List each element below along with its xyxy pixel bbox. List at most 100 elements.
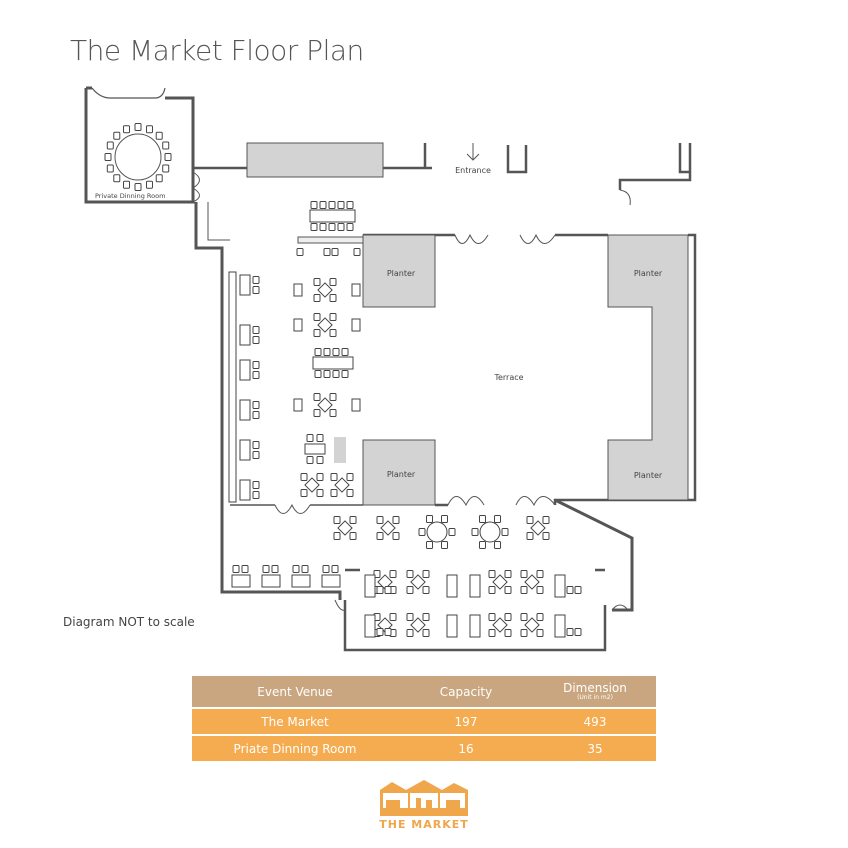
- table: [312, 356, 354, 370]
- chair: [145, 125, 153, 134]
- header-dimension: Dimension: [563, 681, 627, 695]
- table: [261, 574, 281, 588]
- chair: [252, 371, 260, 379]
- chair: [330, 473, 338, 481]
- banquette: [228, 271, 237, 503]
- table: [351, 283, 361, 297]
- table: [380, 520, 396, 536]
- walls: [84, 86, 697, 652]
- chair: [271, 565, 279, 573]
- chair: [232, 565, 240, 573]
- chair: [520, 586, 528, 594]
- chair: [349, 516, 357, 524]
- chair: [306, 434, 314, 442]
- chair: [504, 629, 512, 637]
- planters: [362, 234, 689, 506]
- chair: [488, 629, 496, 637]
- planter-label: Planter: [387, 269, 416, 278]
- page-title: The Market Floor Plan: [70, 34, 364, 67]
- chair: [252, 441, 260, 449]
- chair: [494, 515, 501, 524]
- chair: [313, 294, 321, 302]
- planter: [607, 234, 689, 501]
- table: [351, 318, 361, 332]
- chair: [252, 411, 260, 419]
- chair: [123, 125, 131, 134]
- cell-dimension: 35: [587, 741, 603, 756]
- chair: [406, 613, 414, 621]
- planter-label: Planter: [634, 269, 663, 278]
- chair: [332, 348, 340, 356]
- chair: [310, 223, 318, 231]
- terrace-label: Terrace: [493, 373, 523, 382]
- chair: [319, 223, 327, 231]
- header-venue: Event Venue: [257, 684, 333, 699]
- table: [337, 520, 353, 536]
- table: [304, 443, 326, 455]
- table: [321, 574, 341, 588]
- chair: [313, 393, 321, 401]
- planter-label: Planter: [634, 471, 663, 480]
- table: [239, 359, 251, 381]
- chair: [292, 565, 300, 573]
- chair: [337, 201, 345, 209]
- chair: [162, 141, 170, 150]
- chair: [406, 629, 414, 637]
- chair: [542, 516, 550, 524]
- planter-label: Planter: [387, 470, 416, 479]
- chair: [328, 223, 336, 231]
- chair: [392, 516, 400, 524]
- chair: [300, 489, 308, 497]
- chair: [316, 434, 324, 442]
- chair: [494, 540, 501, 549]
- chair: [389, 613, 397, 621]
- chair: [520, 613, 528, 621]
- chair: [252, 491, 260, 499]
- table: [469, 614, 481, 638]
- chair: [488, 570, 496, 578]
- table: [239, 324, 251, 346]
- entrance-arrow-icon: [466, 143, 480, 161]
- chair: [536, 570, 544, 578]
- chair: [349, 532, 357, 540]
- chair: [574, 628, 582, 636]
- chair: [331, 248, 339, 256]
- chair: [314, 370, 322, 378]
- table: [239, 439, 251, 461]
- round-table: [426, 521, 448, 543]
- chair: [536, 586, 544, 594]
- chair: [346, 223, 354, 231]
- planter: [362, 234, 436, 308]
- chair: [155, 174, 163, 183]
- table: [239, 479, 251, 501]
- chair: [422, 586, 430, 594]
- chair: [346, 489, 354, 497]
- chair: [376, 532, 384, 540]
- chair: [113, 131, 121, 140]
- chair: [333, 532, 341, 540]
- chair: [313, 409, 321, 417]
- header-dimension-unit: (Unit in m2): [577, 694, 613, 701]
- chair: [323, 370, 331, 378]
- round-table: [479, 521, 501, 543]
- table: [351, 398, 361, 412]
- chair: [520, 629, 528, 637]
- chair: [296, 248, 304, 256]
- chair: [353, 248, 361, 256]
- planter: [362, 439, 436, 506]
- table: [317, 397, 333, 413]
- chair: [134, 123, 142, 131]
- table: [334, 477, 350, 493]
- chair: [241, 565, 249, 573]
- table: [309, 209, 356, 223]
- chair: [329, 329, 337, 337]
- chair: [328, 201, 336, 209]
- table: [492, 574, 508, 590]
- chair: [316, 456, 324, 464]
- chair: [313, 329, 321, 337]
- chair: [252, 451, 260, 459]
- table: [410, 617, 426, 633]
- table: [293, 398, 303, 412]
- chair: [155, 131, 163, 140]
- chair: [252, 286, 260, 294]
